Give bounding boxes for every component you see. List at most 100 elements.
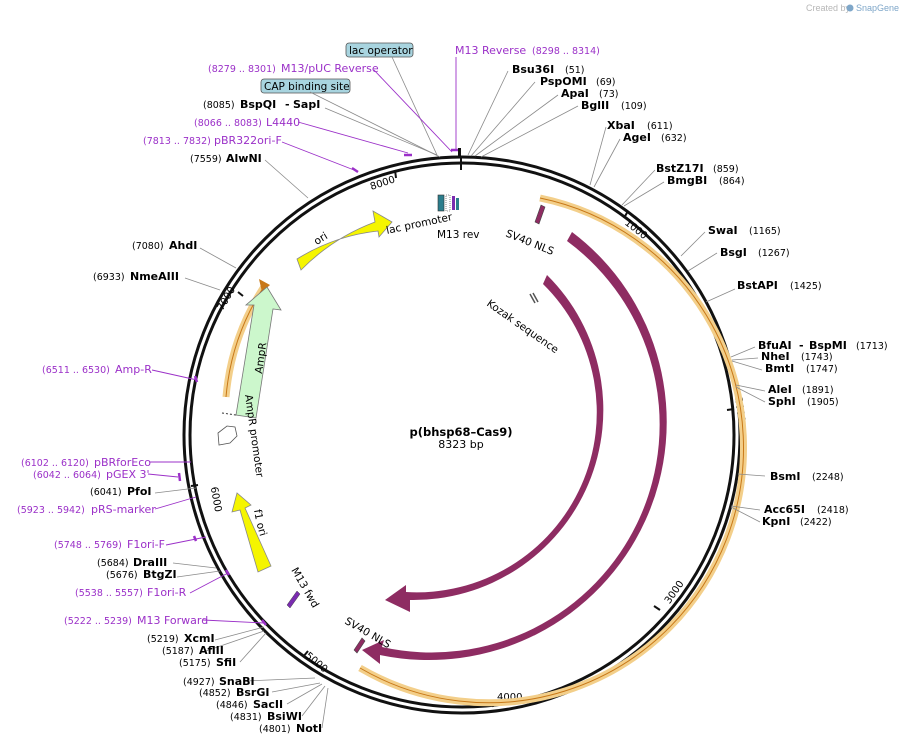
enzyme-name: BsrGI [236,686,269,699]
enzyme-pos: (4801) [259,724,291,735]
enzyme-name: BsmI [770,470,801,483]
cap-site-box-label: CAP binding site [264,81,350,93]
ampr-junction [221,412,237,416]
svg-text:-: - [799,339,804,352]
enzyme-name: NheI [761,350,790,363]
enzyme-name: AleI [768,383,792,396]
origin-marker [458,148,461,158]
credit-brand: SnapGene [856,3,899,13]
primer-name: pBRforEco [94,456,151,469]
enzyme-name: AhdI [169,239,197,252]
m13-rev-label: M13 rev [437,229,480,241]
kozak-label: Kozak sequence [484,298,560,356]
primer-name: L4440 [266,116,300,129]
enzymes-right: Bsu36I (51) PspOMI (69) ApaI (73) BglII … [512,63,888,528]
enzyme-name: SapI [293,98,320,111]
primer-name: Amp-R [115,363,152,376]
enzyme-pos: (5676) [106,570,138,581]
enzyme-name: BspMI [809,339,847,352]
enzyme-name: BmtI [765,362,794,375]
primer-name: pGEX 3' [106,468,150,481]
ampr-promoter-arrow [217,425,238,446]
ampr-label: AmpR [253,342,269,375]
primer-name: M13 Forward [137,614,208,627]
snapgene-credit: Created by SnapGene [806,3,899,13]
lac-operator-box: lac operator [345,42,414,58]
enzyme-pos: (2248) [812,472,844,483]
primer-pos: (7813 .. 7832) [143,136,211,147]
enzyme-pos: (1747) [806,364,838,375]
enzyme-name: AflII [199,644,224,657]
primer-pos: (8298 .. 8314) [532,46,600,57]
primer-pos: (8066 .. 8083) [194,118,262,129]
f1-ori-arrow [231,492,272,573]
enzyme-name: SnaBI [219,675,255,688]
primer-pos: (6102 .. 6120) [21,458,89,469]
orf-ampr-arrowhead [259,279,270,292]
enzyme-name: SphI [768,395,796,408]
enzyme-leader-lines [154,56,766,729]
primer-name: F1ori-R [147,586,187,599]
enzyme-name: BstZ17I [656,162,704,175]
enzyme-name: NotI [296,722,322,735]
enzyme-name: BmgBI [667,174,707,187]
enzyme-name: BglII [581,99,609,112]
enzyme-name: PspOMI [540,75,587,88]
enzyme-pos: (109) [621,101,647,112]
ampr-promoter-label: AmpR promoter [242,394,266,479]
enzyme-pos: (4927) [183,677,215,688]
enzyme-name: DraIII [133,556,167,569]
enzyme-name: BspQI [240,98,276,111]
enzyme-name: BstAPI [737,279,778,292]
enzyme-pos: (6041) [90,487,122,498]
primer-pos: (5923 .. 5942) [17,505,85,516]
primer-name: F1ori-F [127,538,165,551]
primer-pos: (6042 .. 6064) [33,470,101,481]
tick-4000: 4000 [497,692,522,703]
snapgene-logo-icon [846,4,854,12]
enzyme-pos: (51) [565,65,585,76]
enzyme-pos: (4831) [230,712,262,723]
primer-leader-lines [147,57,457,624]
enzyme-name: BsgI [720,246,747,259]
enzyme-name: SacII [253,698,283,711]
primer-pos: (8279 .. 8301) [208,64,276,75]
primer-name: pBR322ori-F [214,134,282,147]
ampr-arrow [235,286,282,419]
sv40-nls-bottom-label: SV40 NLS [343,615,393,651]
enzyme-pos: (1267) [758,248,790,259]
enzyme-name: AgeI [623,131,651,144]
primer-marks [177,148,460,626]
enzyme-pos: (4852) [199,688,231,699]
primer-pos: (5538 .. 5557) [75,588,143,599]
enzyme-pos: (5684) [97,558,129,569]
enzyme-pos: (7080) [132,241,164,252]
tick-marks [190,158,735,708]
enzyme-name: NmeAIII [130,270,179,283]
enzyme-pos: (5219) [147,634,179,645]
enzyme-name: Acc65I [764,503,805,516]
enzyme-name: AlwNI [226,152,262,165]
sv40-nls-top-label: SV40 NLS [504,228,556,258]
enzyme-pos: (4846) [216,700,248,711]
primer-pos: (5748 .. 5769) [54,540,122,551]
orf-cas9-arc [358,194,747,707]
enzyme-name: PfoI [127,485,152,498]
svg-text:-: - [285,98,290,111]
cap-site-feature [456,198,459,210]
cas9-outer-label: Cas9 [653,530,674,557]
enzyme-pos: (69) [596,77,616,88]
kozak-feature [529,292,539,304]
enzyme-pos: (1891) [802,385,834,396]
enzyme-pos: (1905) [807,397,839,408]
ori-arrow [296,210,393,271]
lac-operator-box-label: lac operator [349,45,413,57]
enzyme-name: KpnI [762,515,790,528]
enzyme-pos: (864) [719,176,745,187]
enzyme-name: BsiWI [267,710,302,723]
enzyme-pos: (859) [713,164,739,175]
enzymes-left: (8085) BspQI - SapI (7559) AlwNI (7080) … [90,98,322,735]
enzyme-pos: (5175) [179,658,211,669]
m13-rev-feature [452,196,455,210]
enzyme-name: BfuAI [758,339,792,352]
